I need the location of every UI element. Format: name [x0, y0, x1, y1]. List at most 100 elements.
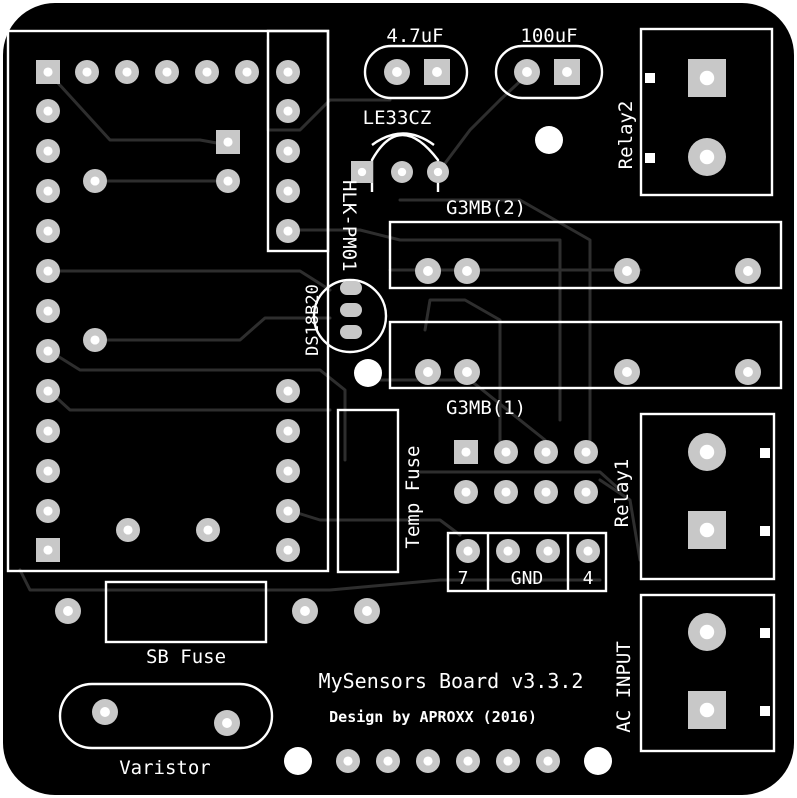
- relay2-notch-1: [645, 73, 655, 83]
- sb-fuse-pad: [55, 598, 81, 624]
- ac-input-notch-2: [760, 706, 770, 716]
- cap-small-pad-square: [424, 59, 450, 85]
- mcu-right-pad: [276, 379, 300, 403]
- bottom-header-pad: [376, 749, 400, 773]
- mcu-left-pad-square: [36, 538, 60, 562]
- ssr2-outline: [388, 220, 783, 290]
- varistor-pad: [92, 699, 118, 725]
- mcu-inner-pad: [196, 518, 220, 542]
- relay1-notch-1: [760, 448, 770, 458]
- varistor-outline: [58, 682, 274, 750]
- mcu-left-pad: [36, 339, 60, 363]
- mcu-top-pad: [235, 60, 259, 84]
- ssr2-pad: [454, 258, 480, 284]
- ssr2-pad: [614, 258, 640, 284]
- relay2-pad-square: [688, 59, 726, 97]
- mcu-top-pad: [75, 60, 99, 84]
- mounting-hole: [535, 126, 563, 154]
- mcu-left-pad: [36, 99, 60, 123]
- ssr2-pad: [735, 258, 761, 284]
- mcu-right-pad: [276, 419, 300, 443]
- mounting-hole: [284, 747, 312, 775]
- mcu-top-pad: [195, 60, 219, 84]
- relay1-pad-square: [688, 511, 726, 549]
- connector-pad-square: [454, 440, 478, 464]
- mcu-module-outline: [6, 29, 330, 573]
- ds18b20-pad: [340, 303, 362, 317]
- mcu-left-pad: [36, 459, 60, 483]
- cap-large-pad: [514, 59, 540, 85]
- ac-input-label: AC INPUT: [613, 641, 635, 733]
- ac-input-pad-square: [688, 691, 726, 729]
- varistor-pad: [214, 710, 240, 736]
- mcu-right-pad: [276, 179, 300, 203]
- mcu-left-pad: [36, 259, 60, 283]
- mcu-left-pad: [36, 419, 60, 443]
- mcu-inner-pad-square: [216, 130, 240, 154]
- board-outline: [3, 3, 794, 795]
- temp-fuse-outline: [336, 408, 400, 574]
- pin-header-pad: [536, 539, 560, 563]
- ssr-bottom-label: G3MB(1): [446, 397, 526, 419]
- header-pin-right-label: 4: [583, 568, 594, 589]
- header-pin-left-label: 7: [458, 568, 469, 589]
- ds18b20-outline: [312, 278, 388, 354]
- bottom-header-pad: [336, 749, 360, 773]
- copper-traces: [18, 38, 642, 592]
- mcu-right-pad: [276, 459, 300, 483]
- mcu-left-pad: [36, 499, 60, 523]
- ds18b20-pad: [340, 281, 362, 295]
- pin-header-pad: [456, 539, 480, 563]
- cap-small-pad: [384, 59, 410, 85]
- power-module-inner-outline: [266, 29, 330, 253]
- cap-large-pad-square: [554, 59, 580, 85]
- sb-fuse-pad: [354, 598, 380, 624]
- temp-fuse-label: Temp Fuse: [402, 446, 424, 549]
- regulator-outline: [370, 134, 440, 192]
- bottom-header-pad: [496, 749, 520, 773]
- bottom-header-pad: [456, 749, 480, 773]
- pin-header-pad: [496, 539, 520, 563]
- regulator-pad: [427, 161, 449, 183]
- sb-fuse-pad: [292, 598, 318, 624]
- relay-bottom-label: Relay1: [611, 459, 633, 528]
- ssr1-outline: [388, 320, 783, 390]
- mcu-right-pad: [276, 538, 300, 562]
- mcu-left-pad: [36, 379, 60, 403]
- bottom-header-pad: [536, 749, 560, 773]
- connector-pad: [494, 440, 518, 464]
- cap-small-label: 4.7uF: [386, 25, 443, 47]
- ssr-top-label: G3MB(2): [446, 197, 526, 219]
- board-credit: Design by APROXX (2016): [329, 708, 537, 726]
- relay1-outline: [639, 412, 776, 581]
- mcu-left-pad: [36, 139, 60, 163]
- mcu-left-pad: [36, 179, 60, 203]
- mcu-inner-pad: [116, 518, 140, 542]
- mcu-right-pad: [276, 139, 300, 163]
- cap-small-outline: [363, 44, 469, 100]
- mounting-hole: [354, 359, 382, 387]
- ac-input-notch-1: [760, 628, 770, 638]
- sb-fuse-outline: [104, 580, 268, 644]
- mcu-top-pad: [155, 60, 179, 84]
- board-title: MySensors Board v3.3.2: [319, 669, 584, 693]
- pin-header-outline: [446, 531, 608, 593]
- ssr1-pad: [454, 359, 480, 385]
- ssr2-pad: [415, 258, 441, 284]
- connector-pad: [494, 480, 518, 504]
- connector-pad: [534, 440, 558, 464]
- cap-large-outline: [494, 44, 604, 100]
- header-pin-mid-label: GND: [511, 568, 544, 589]
- regulator-pad: [391, 161, 413, 183]
- sb-fuse-label: SB Fuse: [146, 646, 226, 668]
- ac-input-outline: [639, 593, 776, 753]
- mcu-top-pad: [36, 60, 60, 84]
- relay1-notch-2: [760, 526, 770, 536]
- ssr1-pad: [614, 359, 640, 385]
- relay2-pad: [688, 138, 726, 176]
- connector-pad: [574, 440, 598, 464]
- ssr1-pad: [415, 359, 441, 385]
- relay2-notch-2: [645, 153, 655, 163]
- varistor-label: Varistor: [119, 757, 211, 779]
